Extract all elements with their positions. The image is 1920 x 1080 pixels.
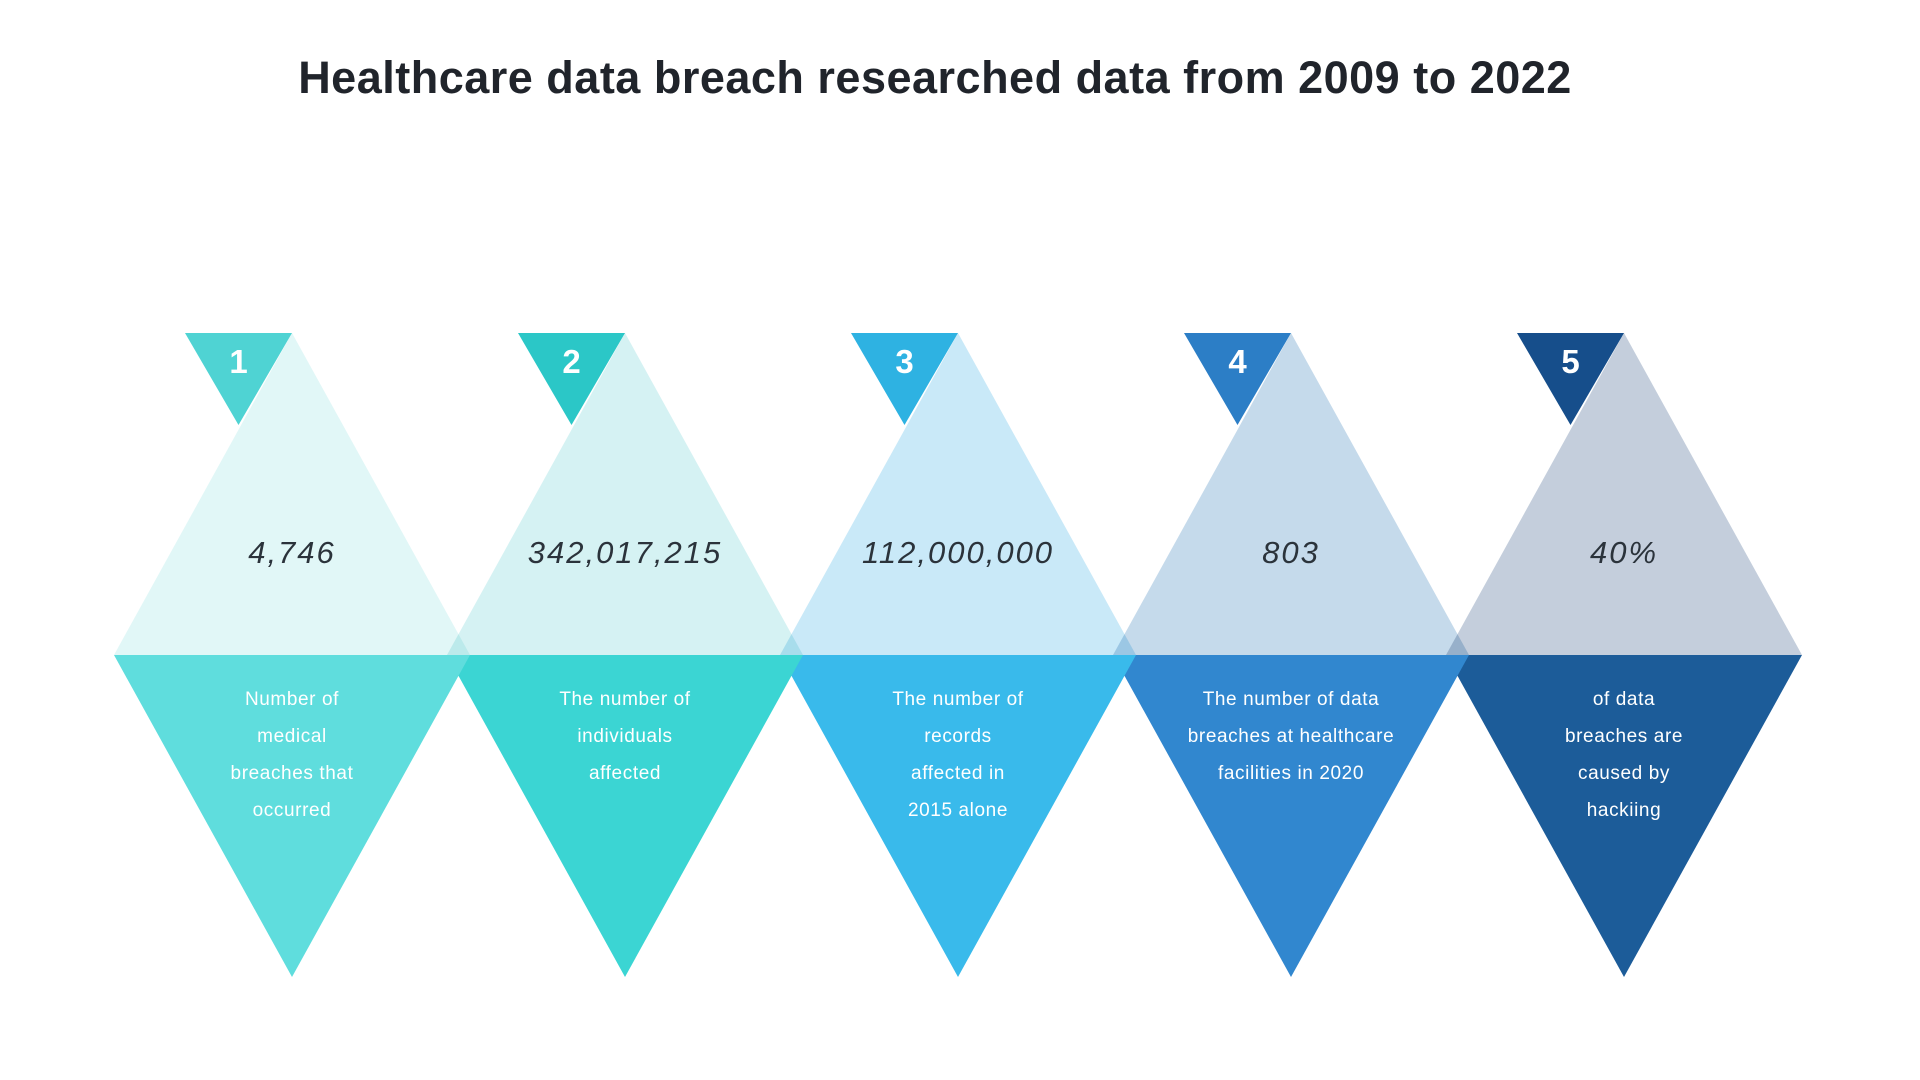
diamond-item-4: 4 803 The number of data breaches at hea… (1113, 333, 1469, 977)
stat-value: 40% (1589, 535, 1659, 570)
step-number: 5 (1561, 343, 1580, 380)
stat-description: The number of individuals affected (559, 689, 691, 784)
stat-value: 803 (1262, 535, 1320, 570)
step-number: 2 (562, 343, 581, 380)
stat-description: The number of records affected in 2015 a… (892, 689, 1024, 821)
diamond-item-5: 5 40% of data breaches are caused by hac… (1446, 333, 1802, 977)
stat-description: Number of medical breaches that occurred (230, 689, 354, 821)
stat-value: 4,746 (248, 535, 336, 570)
stat-value: 342,017,215 (527, 535, 723, 570)
stat-value: 112,000,000 (861, 535, 1055, 570)
step-number: 1 (229, 343, 248, 380)
diamond-item-2: 2 342,017,215 The number of individuals … (447, 333, 803, 977)
stat-description: The number of data breaches at healthcar… (1187, 689, 1395, 784)
page-title: Healthcare data breach researched data f… (298, 52, 1572, 103)
stat-description: of data breaches are caused by hackiing (1564, 689, 1684, 821)
step-number: 4 (1228, 343, 1247, 380)
step-number: 3 (895, 343, 914, 380)
diamond-item-1: 1 4,746 Number of medical breaches that … (114, 333, 470, 977)
diamond-item-3: 3 112,000,000 The number of records affe… (780, 333, 1136, 977)
